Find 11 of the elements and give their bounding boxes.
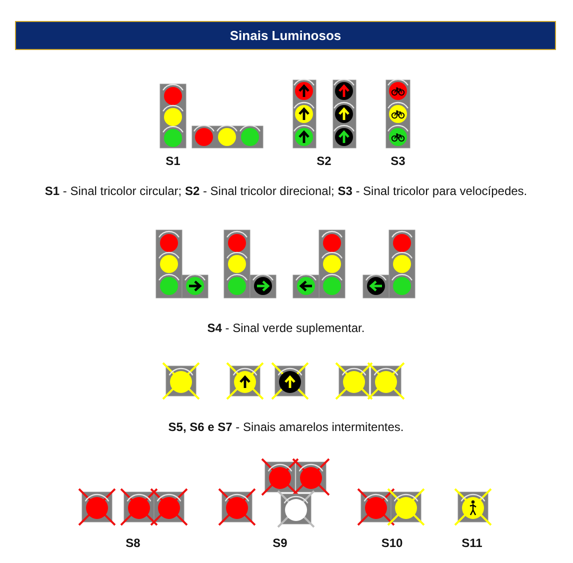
signal-label: S9 <box>272 536 288 550</box>
signal-label: S11 <box>462 536 482 550</box>
caption: S4 - Sinal verde suplementar. <box>207 321 365 335</box>
title-banner: Sinais Luminosos <box>15 21 556 50</box>
signal-label: S1 <box>166 154 180 168</box>
signal-label: S10 <box>381 536 403 550</box>
signal-label: S3 <box>390 154 406 168</box>
signal-label: S8 <box>126 536 140 550</box>
caption: S1 - Sinal tricolor circular; S2 - Sinal tricolor direcional; S3 - Sinal tricolor para velocípedes. <box>44 184 528 198</box>
caption: S5, S6 e S7 - Sinais amarelos intermitentes. <box>168 420 404 434</box>
signal-label: S2 <box>316 154 332 168</box>
